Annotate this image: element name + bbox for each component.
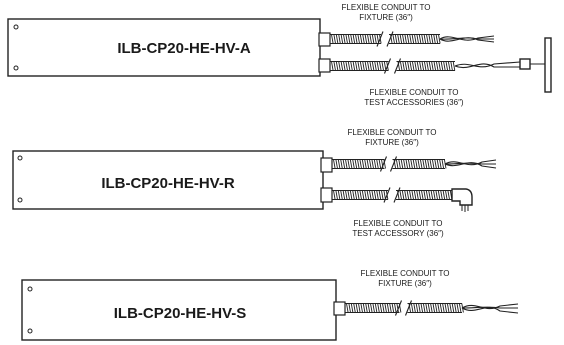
driver-box-r [12,150,324,210]
mount-hole [27,286,33,292]
unit-a: ILB-CP20-HE-HV-A FLEXIBLE CONDUIT TO FIX… [7,3,552,107]
conduit-note-line: FLEXIBLE CONDUIT TO [354,219,443,228]
flexible-conduit [332,156,447,172]
conduit-note-line: FLEXIBLE CONDUIT TO [348,128,437,137]
conduit-note-line: TEST ACCESSORIES (36″) [364,98,463,107]
wire-leads [439,35,521,68]
mount-hole [27,328,33,334]
conduit-note-line: FLEXIBLE CONDUIT TO [370,88,459,97]
mount-hole [17,197,23,203]
conduit-connector [318,58,331,73]
conduit-note-line: FIXTURE (36″) [378,279,432,288]
model-label-r: ILB-CP20-HE-HV-R [101,175,235,192]
conduit-note-line: FLEXIBLE CONDUIT TO [342,3,431,12]
conduit-note-line: TEST ACCESSORY (36″) [352,229,444,238]
flexible-conduit [345,300,464,316]
conduit-note-line: FIXTURE (36″) [359,13,413,22]
power-plug-icon [451,188,473,212]
wire-leads [444,159,497,169]
driver-box-a [7,18,321,77]
conduit-note-line: FLEXIBLE CONDUIT TO [361,269,450,278]
wire-leads [461,303,519,314]
driver-box-s [21,279,337,341]
mount-hole [13,24,19,30]
mount-hole [13,65,19,71]
model-label-a: ILB-CP20-HE-HV-A [117,40,251,57]
unit-s: ILB-CP20-HE-HV-S FLEXIBLE CONDUIT TO FIX… [21,269,519,341]
conduit-note-line: FIXTURE (36″) [365,138,419,147]
conduit-connector [320,187,333,203]
unit-r: ILB-CP20-HE-HV-R FLEXIBLE CONDUIT TO FIX… [12,128,497,238]
conduit-connector [333,301,346,316]
conduit-connector [318,32,331,47]
flexible-conduit [330,31,441,47]
conduit-connector [320,157,333,173]
model-label-s: ILB-CP20-HE-HV-S [114,305,247,322]
flexible-conduit [332,187,453,203]
flexible-conduit [330,58,456,74]
mount-hole [17,155,23,161]
test-switch-icon [519,37,552,93]
